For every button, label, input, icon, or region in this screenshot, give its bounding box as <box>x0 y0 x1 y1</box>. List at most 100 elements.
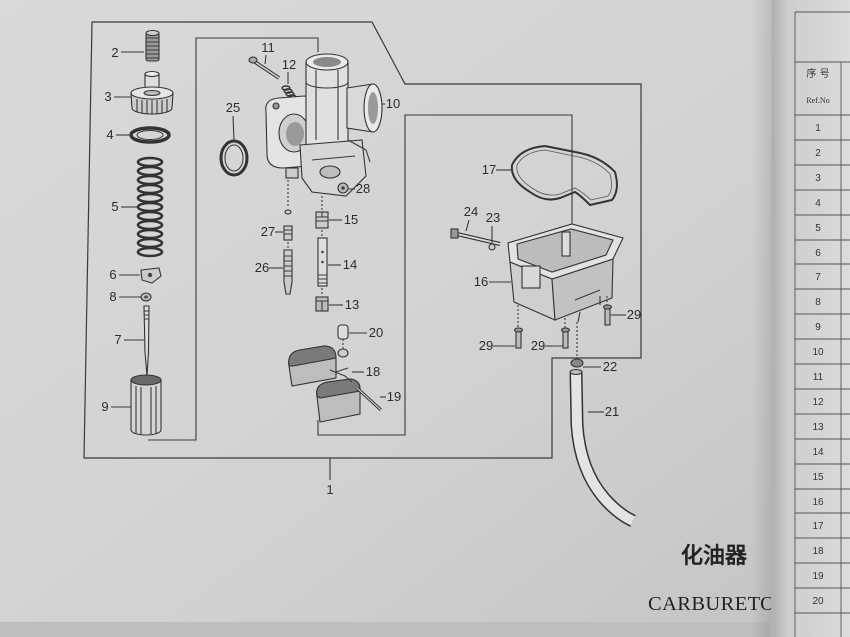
table-row-number: 3 <box>815 173 821 184</box>
part-13-main-jet <box>315 296 329 312</box>
page-fold-shadow <box>752 0 788 637</box>
table-row-number: 13 <box>812 422 824 433</box>
callout-label: 12 <box>282 57 296 72</box>
callout-11: 11 <box>261 40 275 65</box>
callout-23: 23 <box>486 210 500 243</box>
table-header-english: Ref.No <box>806 96 829 105</box>
part-25-o-ring <box>219 139 249 177</box>
callout-label: 14 <box>343 257 357 272</box>
callout-7: 7 <box>114 332 144 347</box>
callout-25: 25 <box>226 100 240 141</box>
callout-label: 21 <box>605 404 619 419</box>
callout-label: 5 <box>111 199 118 214</box>
callout-label: 8 <box>109 289 116 304</box>
callout-label: 1 <box>326 482 333 497</box>
callout-5: 5 <box>111 199 137 214</box>
callout-label: 2 <box>111 45 118 60</box>
table-row-number: 6 <box>815 248 821 259</box>
table-row-number: 8 <box>815 297 821 308</box>
part-29-screw-middle <box>560 327 571 349</box>
table-row-number: 12 <box>812 397 824 408</box>
callout-label: 28 <box>356 181 370 196</box>
callout-label: 18 <box>366 364 380 379</box>
callout-label: 20 <box>369 325 383 340</box>
part-9-throttle-slide <box>130 374 162 436</box>
part-21-drain-hose <box>569 368 636 527</box>
part-24-screw <box>450 228 501 246</box>
table-row-number: 16 <box>812 497 824 508</box>
callout-label: 9 <box>101 399 108 414</box>
table-row-number: 1 <box>815 123 821 134</box>
callout-label: 7 <box>114 332 121 347</box>
part-19-float-pin <box>355 386 383 412</box>
alignment-lines-bowl-screws <box>517 296 608 358</box>
callout-label: 11 <box>261 40 275 55</box>
part-8-e-clip <box>140 292 152 302</box>
part-29-screw-right <box>602 304 613 326</box>
callout-27: 27 <box>261 224 283 239</box>
part-10-carburetor-body <box>265 53 383 197</box>
callout-6: 6 <box>109 267 140 282</box>
part-20-float-valve <box>337 324 349 358</box>
callout-16: 16 <box>474 274 511 289</box>
callout-19: 19 <box>380 389 401 404</box>
part-18-float <box>288 345 361 423</box>
table-row-number: 4 <box>815 198 821 209</box>
callout-26: 26 <box>255 260 283 275</box>
page-bottom-edge <box>0 622 770 637</box>
callout-label: 3 <box>104 89 111 104</box>
part-11-screw <box>248 56 280 80</box>
callout-29-middle: 29 <box>531 338 563 353</box>
part-23-o-ring <box>488 243 496 251</box>
callout-18: 18 <box>352 364 380 379</box>
callout-28: 28 <box>348 181 370 196</box>
part-17-gasket <box>510 144 618 207</box>
callout-22: 22 <box>583 359 617 374</box>
callout-label: 25 <box>226 100 240 115</box>
table-row-number: 7 <box>815 272 821 283</box>
callout-label: 4 <box>106 127 113 142</box>
table-row-number: 10 <box>812 347 824 358</box>
table-row-number: 9 <box>815 322 821 333</box>
table-row-number: 17 <box>812 521 824 532</box>
callout-label: 19 <box>387 389 401 404</box>
ref-number-table: 序 号 Ref.No 1 2 3 4 5 6 7 8 9 10 11 12 13… <box>794 11 850 637</box>
callout-8: 8 <box>109 289 141 304</box>
part-14-emulsion-tube <box>317 237 328 287</box>
callout-label: 13 <box>345 297 359 312</box>
table-row-number: 14 <box>812 447 824 458</box>
part-22-hose-clamp <box>570 358 584 368</box>
callout-1: 1 <box>326 458 334 497</box>
callout-4: 4 <box>106 127 131 142</box>
callout-24: 24 <box>464 204 478 232</box>
callout-29-left: 29 <box>479 338 515 353</box>
part-7-jet-needle <box>143 305 150 377</box>
alignment-lines-jets <box>287 180 323 295</box>
callout-label: 29 <box>627 307 641 322</box>
callout-label: 6 <box>109 267 116 282</box>
page-title-chinese: 化油器 <box>681 543 748 569</box>
table-row-number: 20 <box>812 596 824 607</box>
callout-label: 27 <box>261 224 275 239</box>
callout-label: 17 <box>482 162 496 177</box>
part-16-float-bowl <box>507 223 624 323</box>
assembly-frame <box>83 21 642 459</box>
callout-21: 21 <box>588 404 619 419</box>
callout-2: 2 <box>111 45 144 60</box>
table-row-number: 11 <box>813 372 824 383</box>
part-26-pilot-screw <box>283 249 293 295</box>
callout-29-right: 29 <box>611 307 641 322</box>
part-3-top-cap <box>130 70 174 115</box>
bracket-float-group <box>317 114 573 436</box>
bracket-slide-group <box>148 37 319 441</box>
callout-label: 29 <box>531 338 545 353</box>
callout-label: 26 <box>255 260 269 275</box>
table-row-number: 2 <box>815 148 821 159</box>
callout-label: 16 <box>474 274 488 289</box>
part-5-spring <box>136 156 164 258</box>
callout-20: 20 <box>349 325 383 340</box>
table-row-number: 18 <box>812 546 824 557</box>
table-row-number: 19 <box>812 571 824 582</box>
callout-10: 10 <box>382 96 400 111</box>
